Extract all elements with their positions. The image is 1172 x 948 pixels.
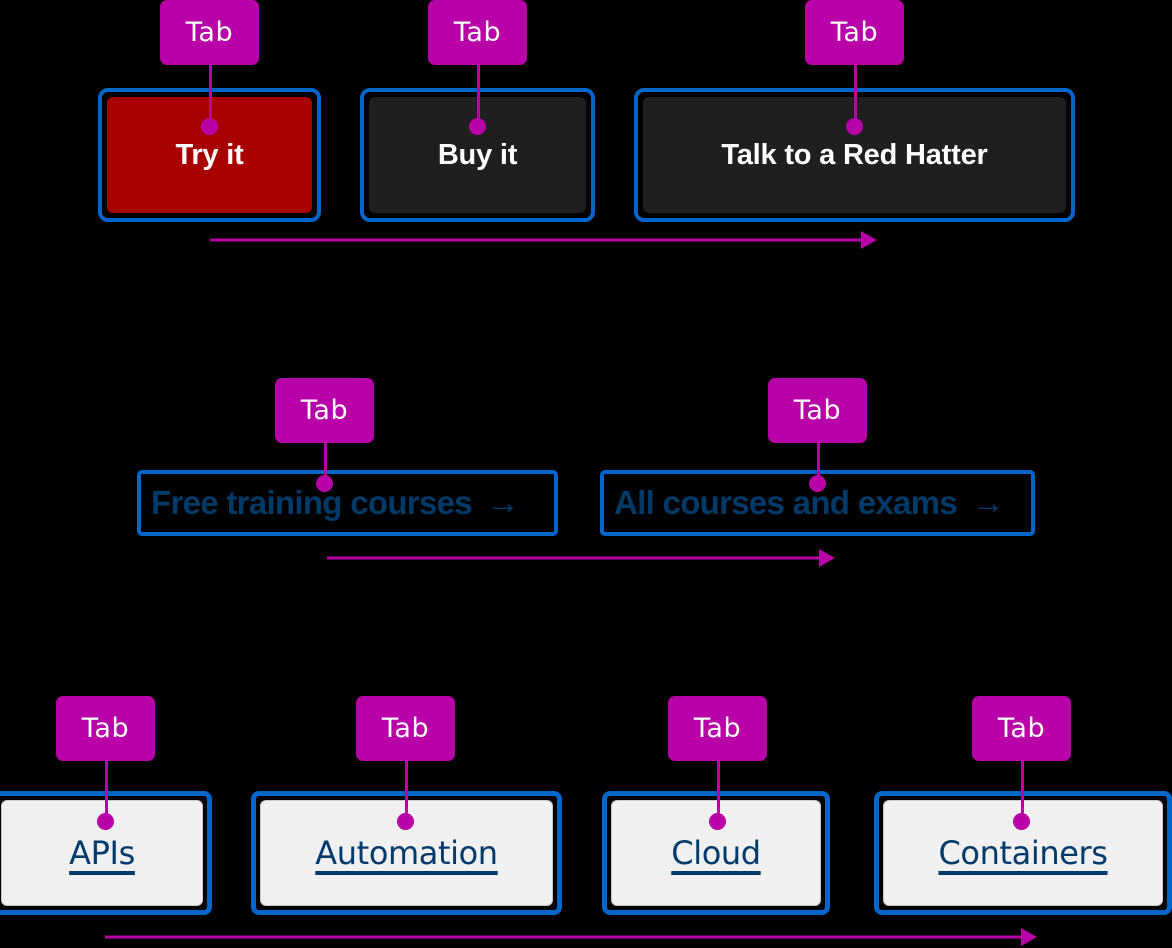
tab-anchor-dot bbox=[809, 475, 826, 492]
tab-connector-line bbox=[105, 761, 108, 817]
tab-badge: Tab bbox=[356, 696, 455, 761]
tab-connector-line bbox=[717, 761, 720, 817]
tab-connector-line bbox=[817, 443, 820, 483]
tile-cloud-label: Cloud bbox=[671, 834, 761, 872]
tab-badge: Tab bbox=[768, 378, 867, 443]
tab-anchor-dot bbox=[316, 475, 333, 492]
arrow-right-icon: → bbox=[970, 484, 1005, 522]
free-training-courses-link[interactable]: Free training courses → bbox=[137, 470, 558, 536]
tab-connector-line bbox=[1021, 761, 1024, 817]
tile-containers-label: Containers bbox=[938, 834, 1108, 872]
talk-to-a-red-hatter-button[interactable]: Talk to a Red Hatter bbox=[643, 97, 1066, 213]
tab-anchor-dot bbox=[97, 813, 114, 830]
tab-anchor-dot bbox=[1013, 813, 1030, 830]
tab-badge: Tab bbox=[56, 696, 155, 761]
focus-order-arrow-cta-row bbox=[210, 231, 879, 249]
tab-connector-line bbox=[405, 761, 408, 817]
tab-anchor-dot bbox=[397, 813, 414, 830]
tab-connector-line bbox=[854, 65, 857, 126]
tab-badge: Tab bbox=[668, 696, 767, 761]
tab-badge: Tab bbox=[972, 696, 1071, 761]
tab-badge: Tab bbox=[275, 378, 374, 443]
tile-cloud-focus-ring: Cloud bbox=[602, 791, 830, 915]
tile-automation-label: Automation bbox=[315, 834, 498, 872]
tab-badge: Tab bbox=[805, 0, 904, 65]
free-training-courses-link-label: Free training courses bbox=[151, 484, 473, 521]
tab-badge: Tab bbox=[160, 0, 259, 65]
tile-cloud[interactable]: Cloud bbox=[611, 800, 821, 906]
focus-order-arrow-tile-row bbox=[105, 928, 1039, 946]
tab-connector-line bbox=[209, 65, 212, 126]
tab-anchor-dot bbox=[709, 813, 726, 830]
tab-anchor-dot bbox=[469, 118, 486, 135]
tile-apis[interactable]: APIs bbox=[1, 800, 203, 906]
tab-anchor-dot bbox=[846, 118, 863, 135]
tile-apis-label: APIs bbox=[69, 834, 135, 872]
all-courses-and-exams-link-label: All courses and exams bbox=[614, 484, 958, 521]
tab-connector-line bbox=[324, 443, 327, 483]
tab-connector-line bbox=[477, 65, 480, 126]
tab-badge: Tab bbox=[428, 0, 527, 65]
focus-order-arrow-link-row bbox=[327, 549, 837, 567]
tab-anchor-dot bbox=[201, 118, 218, 135]
arrow-right-icon: → bbox=[485, 484, 520, 522]
